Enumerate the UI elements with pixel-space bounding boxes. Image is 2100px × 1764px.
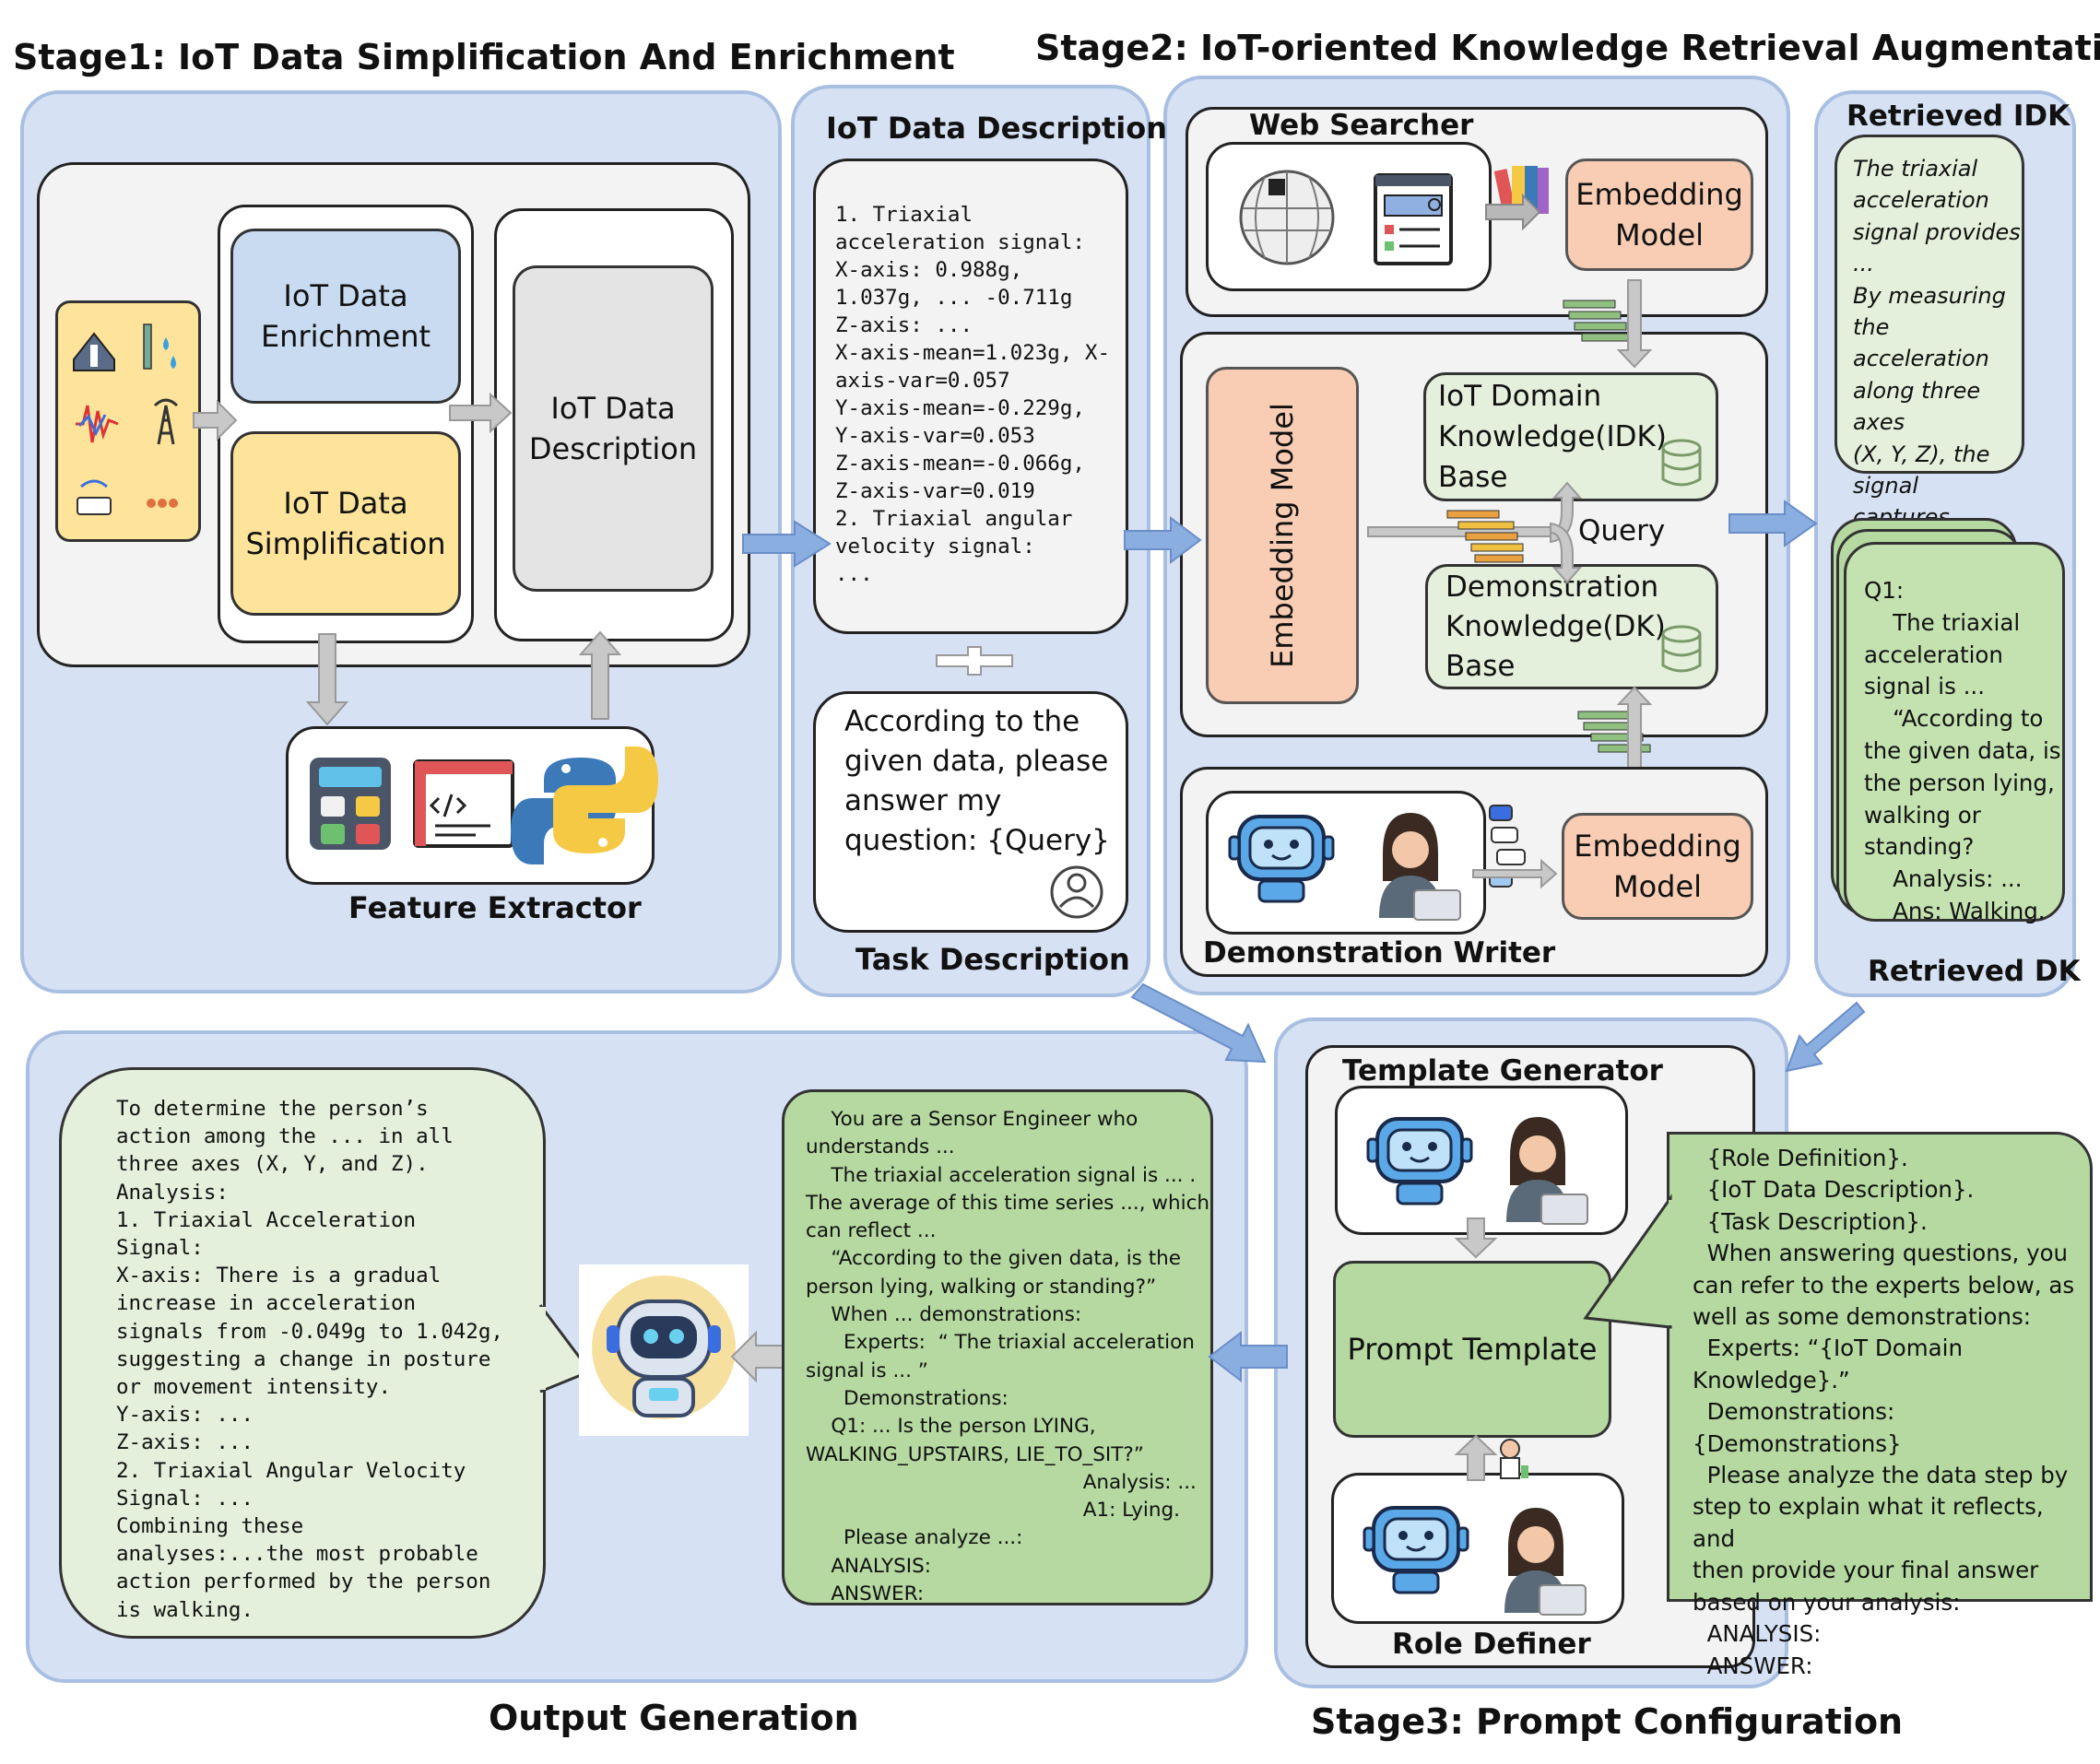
task-description-title: Task Description [855,942,1130,977]
demo-chips-icon [1489,805,1526,888]
iot-data-description-card [813,159,1128,634]
retrieved-dk-text: Q1: The triaxial acceleration signal is … [1864,577,2061,924]
stage1-to-desc-arrow [742,520,832,568]
desc-to-stage2-arrow [1124,516,1202,564]
database-icon [1661,439,1702,673]
retrieved-dk-card [1844,542,2065,922]
retrieved-idk-title: Retrieved IDK [1846,100,2071,133]
router-icon [77,479,112,515]
retrieved-idk-card [1835,135,2024,474]
retrieved-to-stage3-arrow [1785,1001,1866,1073]
feature-extractor-label: Feature Extractor [348,890,642,925]
dk-base-label: Demonstration Knowledge(DK) Base [1445,570,1666,683]
idk-base-box [1423,372,1718,501]
embedding-model-top: Embedding Model [1565,159,1753,271]
home-thermometer-icon [73,332,115,371]
iot-data-simplification: IoT Data Simplification [230,431,461,616]
template-text-card [1667,1132,2093,1602]
output-title: Output Generation [489,1698,859,1738]
waveform-icon [76,405,119,443]
demo-writer-label: Demonstration Writer [1203,936,1556,970]
embedding-model-vertical-box [1206,367,1359,704]
data-arrow-1 [1485,193,1541,231]
query-label: Query [1578,514,1666,547]
stage3-title: Stage3: Prompt Configuration [1311,1701,1904,1742]
calculator-icon [310,758,391,850]
template-generator-label: Template Generator [1342,1054,1663,1088]
wikipedia-globe-icon [1239,170,1335,265]
retrieved-dk-title: Retrieved DK [1868,955,2081,988]
humidity-icon [143,323,176,370]
web-page-icon [1374,173,1453,265]
stage3-to-output-arrow [1208,1330,1288,1383]
embedding-model-bottom: Embedding Model [1562,813,1753,920]
role-definer-label: Role Definer [1392,1628,1591,1661]
task-description-text: According to the given data, please answ… [844,705,1110,857]
output-speech-bubble [59,1067,546,1639]
idk-base-label: IoT Domain Knowledge(IDK) Base [1438,380,1667,494]
scientist-icon [1500,1439,1528,1479]
robot-mascot-icon [579,1264,749,1436]
iot-data-description-title: IoT Data Description [826,111,1168,146]
prompt-card [782,1089,1213,1605]
enrichment-to-description-arrow [449,392,513,434]
stage2-to-retrieved-arrow [1728,500,1818,547]
extractor-to-description-arrow [578,630,622,720]
more-dots-icon [147,499,178,508]
template-text: {Role Definition}. {IoT Data Description… [1693,1145,2075,1679]
output-bubble-text: To determine the person’s action among t… [116,1097,503,1622]
demo-to-embedding-arrow [1472,858,1558,889]
generator-to-template-arrow [1454,1217,1498,1259]
prompt-card-text: You are a Sensor Engineer who understand… [806,1108,1210,1606]
process-to-extractor-arrow [305,633,349,726]
data-chips [1446,300,1651,753]
stage2-title: Stage2: IoT-oriented Knowledge Retrieval… [1035,28,2100,68]
prompt-template-box: Prompt Template [1333,1261,1611,1438]
antenna-tower-icon [153,398,179,445]
iot-data-description-box: IoT Data Description [513,265,714,592]
code-window-icon [413,759,514,848]
plus-icon [933,645,1016,676]
sensors-to-process-arrow [193,399,238,441]
definer-to-template-arrow [1454,1434,1498,1481]
python-logo-icon [511,747,658,864]
stage1-title: Stage1: IoT Data Simplification And Enri… [13,37,955,77]
desc-to-stage3-arrow [1130,982,1267,1064]
iot-data-enrichment: IoT Data Enrichment [230,229,461,404]
web-searcher-label: Web Searcher [1249,109,1474,142]
iot-data-description-text: 1. Triaxial acceleration signal: X-axis:… [835,203,1111,586]
